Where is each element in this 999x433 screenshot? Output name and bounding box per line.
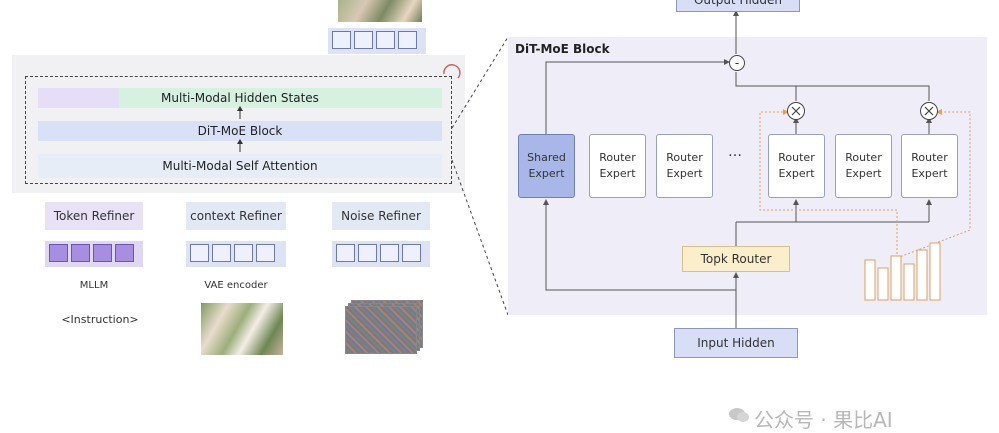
- router-expert-box: Router Expert: [589, 134, 646, 198]
- output-latent-tokens: [328, 28, 426, 54]
- wechat-icon: [729, 408, 749, 422]
- loop-indicator-icon: [443, 64, 461, 79]
- router-expert-box: Router Expert: [768, 134, 825, 198]
- reference-image-thumbnail: [201, 303, 283, 355]
- multimodal-self-attention-bar: Multi-Modal Self Attention: [38, 154, 442, 178]
- noise-tokens: [332, 241, 430, 267]
- context-refiner: context Refiner: [186, 202, 286, 230]
- ellipsis: …: [728, 144, 742, 160]
- dit-block-dashed-outline: [25, 76, 452, 184]
- dit-moe-block-bar: DiT-MoE Block: [38, 121, 442, 141]
- add-icon: -: [729, 55, 745, 71]
- vae-tokens: [186, 241, 286, 267]
- noise-image-stack: [345, 300, 423, 354]
- router-expert-box: Router Expert: [901, 134, 958, 198]
- token-refiner: Token Refiner: [45, 202, 143, 230]
- svg-text:-: -: [735, 56, 739, 70]
- dit-moe-block-title: DiT-MoE Block: [515, 42, 610, 56]
- router-expert-box: Router Expert: [656, 134, 713, 198]
- mllm-label: MLLM: [79, 280, 109, 291]
- multiply-icon: [920, 102, 938, 120]
- noise-refiner: Noise Refiner: [332, 202, 430, 230]
- output-image-thumbnail: [338, 0, 422, 22]
- output-hidden-box: Output Hidden: [676, 0, 800, 12]
- router-expert-box: Router Expert: [835, 134, 892, 198]
- instruction-label: <Instruction>: [61, 313, 139, 326]
- vae-encoder-label: VAE encoder: [204, 280, 268, 291]
- routing-scores-icon: [864, 242, 941, 301]
- shared-expert-box: Shared Expert: [518, 134, 575, 198]
- topk-router-box: Topk Router: [682, 246, 790, 272]
- mllm-tokens: [45, 241, 143, 267]
- input-hidden-box: Input Hidden: [674, 328, 798, 358]
- multimodal-hidden-states-bar: Multi-Modal Hidden States: [38, 88, 442, 108]
- multiply-icon: [787, 102, 805, 120]
- watermark-text: 公众号 · 果比AI: [754, 408, 893, 432]
